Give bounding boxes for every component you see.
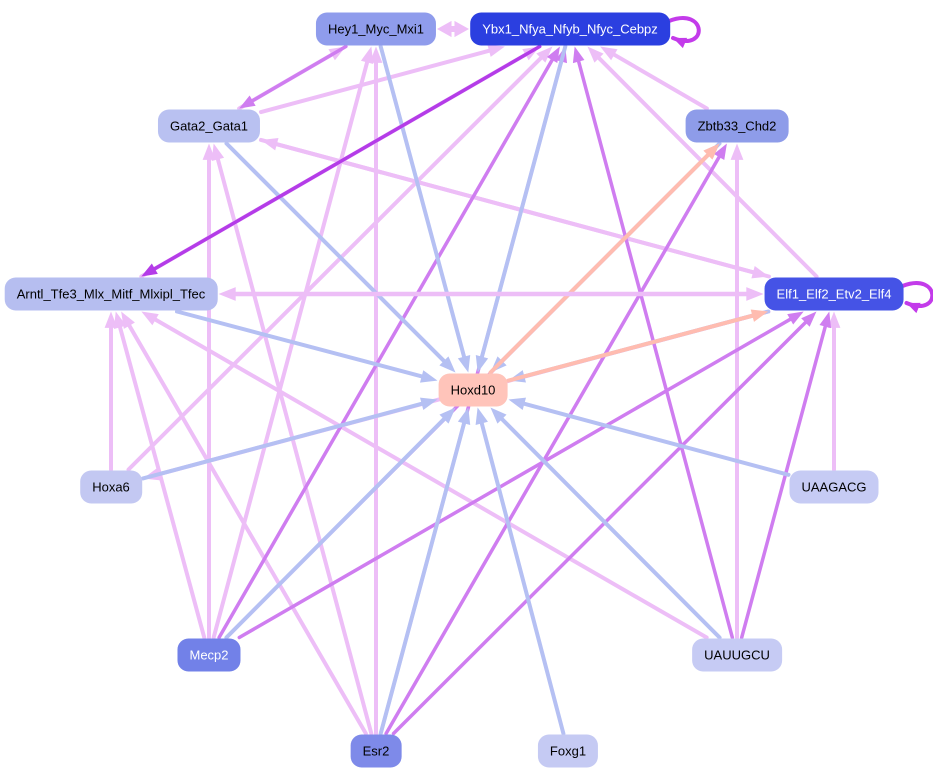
node-hoxa6[interactable]: Hoxa6 [80, 470, 142, 504]
edge [506, 312, 761, 383]
edge [673, 37, 688, 49]
edge [174, 309, 430, 381]
edge [391, 316, 812, 736]
node-foxg1[interactable]: Foxg1 [537, 734, 599, 768]
edge [801, 311, 817, 327]
edge [478, 415, 566, 736]
edge [218, 287, 236, 301]
edge [750, 309, 769, 322]
edge [600, 46, 618, 61]
edge [906, 302, 921, 314]
edge [126, 51, 548, 472]
edge [439, 356, 456, 373]
edge [490, 407, 507, 424]
node-mecp2[interactable]: Mecp2 [177, 638, 241, 672]
edge [536, 46, 553, 63]
edge [239, 95, 256, 109]
node-elf1[interactable]: Elf1_Elf2_Etv2_Elf4 [764, 277, 904, 311]
edge [508, 397, 526, 410]
edge [147, 314, 709, 640]
node-uauugcu[interactable]: UAUUGCU [692, 638, 782, 672]
edge [827, 311, 841, 328]
edge [487, 44, 505, 57]
edge [211, 54, 371, 640]
edge [575, 53, 735, 640]
edge [147, 44, 542, 274]
edge [457, 355, 471, 373]
edge [141, 400, 430, 481]
edge [572, 46, 585, 64]
node-ybx1[interactable]: Ybx1_Nfya_Nfyb_Nfyc_Cebpz [470, 12, 670, 46]
edge [224, 412, 451, 640]
edge [488, 148, 715, 375]
edge [104, 311, 118, 328]
edge [259, 47, 498, 115]
node-zbtb33[interactable]: Zbtb33_Chd2 [685, 109, 789, 143]
edge [261, 138, 279, 151]
edge [730, 143, 744, 160]
edge [713, 143, 727, 160]
edge [606, 49, 709, 111]
edge [116, 318, 207, 640]
edge [667, 16, 701, 43]
edge [214, 151, 374, 736]
edge [454, 20, 469, 38]
edge [113, 311, 127, 330]
edge [217, 52, 557, 640]
edge [124, 318, 368, 736]
edge [592, 51, 819, 279]
edge [369, 46, 383, 63]
edge [437, 20, 452, 38]
edge [378, 44, 468, 365]
edge [516, 400, 791, 477]
edge [475, 407, 488, 425]
edge [746, 287, 764, 301]
edge [141, 263, 158, 277]
edge [420, 370, 438, 383]
node-gata2[interactable]: Gata2_Gata1 [157, 109, 261, 143]
node-esr2[interactable]: Esr2 [350, 734, 402, 768]
edge [739, 318, 829, 640]
edge [384, 149, 724, 736]
edge [360, 46, 374, 64]
edge [475, 355, 489, 373]
edge [478, 44, 568, 365]
edge [224, 141, 451, 368]
edge [378, 415, 468, 736]
node-uaagacg[interactable]: UAAGACG [789, 470, 879, 504]
edge [819, 311, 832, 329]
edge [703, 143, 720, 160]
edge [141, 311, 159, 326]
edge [202, 143, 216, 160]
edge [245, 44, 348, 106]
edge [587, 46, 604, 63]
edge [787, 311, 804, 325]
edge [457, 407, 471, 425]
node-hoxd10[interactable]: Hoxd10 [438, 373, 508, 407]
edge [420, 397, 438, 410]
edge [439, 407, 456, 424]
node-arntl[interactable]: Arntl_Tfe3_Mlx_Mitf_Mlxipl_Tfec [4, 277, 218, 311]
edge [900, 281, 933, 308]
edge [237, 314, 798, 640]
node-hey1[interactable]: Hey1_Myc_Mxi1 [315, 12, 437, 46]
edge [495, 412, 722, 640]
edge [211, 143, 225, 161]
